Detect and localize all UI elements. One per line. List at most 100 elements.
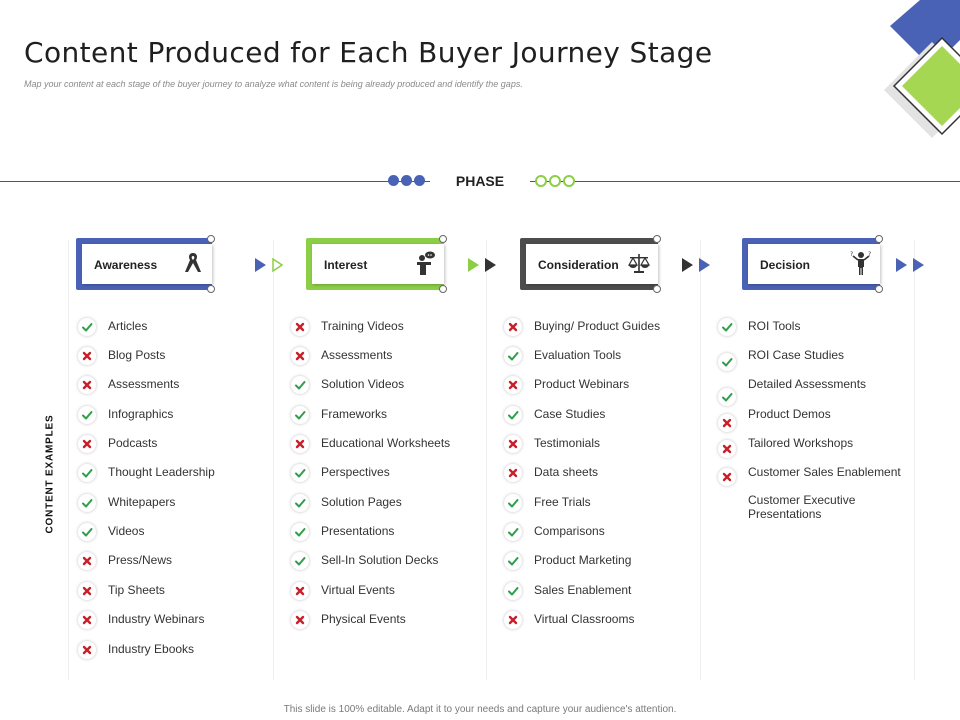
list-item: Frameworks	[291, 406, 491, 426]
cross-icon	[504, 611, 522, 629]
awareness-ribbon-icon	[185, 253, 201, 272]
list-item: Tip Sheets	[78, 582, 278, 602]
check-icon	[78, 523, 96, 541]
list-item-label: Testimonials	[534, 436, 601, 450]
page-title: Content Produced for Each Buyer Journey …	[24, 36, 713, 69]
list-item-label: Physical Events	[321, 612, 406, 626]
phase-dots-right	[535, 175, 575, 187]
footer-note: This slide is 100% editable. Adapt it to…	[283, 704, 677, 715]
list-item-label: Industry Webinars	[108, 612, 205, 626]
list-item: ROI Case Studies	[718, 347, 918, 371]
list-item: Testimonials	[504, 435, 704, 455]
cross-icon	[504, 464, 522, 482]
list-item: Infographics	[78, 406, 278, 426]
list-item: Data sheets	[504, 464, 704, 484]
check-icon	[291, 376, 309, 394]
list-item: Product Demos	[718, 406, 918, 432]
check-icon	[291, 406, 309, 424]
list-item: Case Studies	[504, 406, 704, 426]
list-item-label: Solution Pages	[321, 495, 402, 509]
column-divider	[68, 240, 69, 680]
column-divider	[700, 240, 701, 680]
list-item-label: ROI Case Studies	[748, 348, 845, 362]
check-icon	[504, 494, 522, 512]
stage-arrows	[896, 258, 924, 272]
list-item-label: Data sheets	[534, 465, 599, 479]
cross-icon	[718, 468, 736, 486]
list-item: Assessments	[78, 376, 278, 396]
list-item: Product Webinars	[504, 376, 704, 396]
list-item: Educational Worksheets	[291, 435, 491, 455]
list-item: Detailed Assessments	[718, 376, 918, 406]
list-item-label: Infographics	[108, 407, 174, 421]
phase-dots-left	[388, 175, 425, 186]
stage-label: Interest	[324, 258, 368, 272]
speaker-podium-icon	[417, 251, 435, 275]
column-divider	[273, 240, 274, 680]
list-item: Free Trials	[504, 494, 704, 514]
list-item: Product Marketing	[504, 552, 704, 572]
list-item-label: Perspectives	[321, 465, 390, 479]
cross-icon	[291, 347, 309, 365]
check-icon	[718, 318, 736, 336]
list-item-label: Buying/ Product Guides	[534, 319, 661, 333]
svg-text:?: ?	[868, 251, 871, 258]
list-item-label: Podcasts	[108, 436, 158, 450]
list-item: Presentations	[291, 523, 491, 543]
scale-icon	[628, 254, 650, 273]
list-item: Evaluation Tools	[504, 347, 704, 367]
stage-decision: Decision ? ?	[742, 235, 883, 293]
column-divider	[914, 240, 915, 680]
cross-icon	[504, 435, 522, 453]
list-item-label: Virtual Events	[321, 583, 395, 597]
cross-icon	[78, 435, 96, 453]
list-item: Sell-In Solution Decks	[291, 552, 491, 572]
list-item-label: Product Marketing	[534, 553, 632, 567]
check-icon	[291, 494, 309, 512]
list-item-label: Comparisons	[534, 524, 605, 538]
cross-icon	[78, 611, 96, 629]
list-item: Perspectives	[291, 464, 491, 484]
list-item-label: Tailored Workshops	[748, 436, 854, 450]
list-item: Industry Ebooks	[78, 641, 278, 661]
list-item: Articles	[78, 318, 278, 338]
list-item-label: Sales Enablement	[534, 583, 632, 597]
list-item-label: Thought Leadership	[108, 465, 215, 479]
list-item-label: Tip Sheets	[108, 583, 165, 597]
list-item-label: Sell-In Solution Decks	[321, 553, 439, 567]
list-item-label: Press/News	[108, 553, 173, 567]
cross-icon	[78, 347, 96, 365]
list-item-label: Educational Worksheets	[321, 436, 451, 450]
stage-arrows	[682, 258, 710, 272]
check-icon	[78, 406, 96, 424]
stage-label: Awareness	[94, 258, 158, 272]
list-item: Solution Pages	[291, 494, 491, 514]
cross-icon	[291, 318, 309, 336]
content-examples-label: CONTENT EXAMPLES	[44, 414, 56, 534]
list-item: Podcasts	[78, 435, 278, 455]
stage-arrows	[468, 258, 496, 272]
check-icon	[78, 494, 96, 512]
list-item: Press/News	[78, 552, 278, 572]
check-icon	[504, 582, 522, 600]
check-icon	[291, 464, 309, 482]
list-item: Whitepapers	[78, 494, 278, 514]
check-icon	[78, 464, 96, 482]
list-item-label: Presentations	[321, 524, 395, 538]
stage-label: Consideration	[538, 258, 619, 272]
stage-arrows	[255, 258, 283, 272]
list-item: Customer Sales Enablement	[718, 464, 918, 486]
list-item: Thought Leadership	[78, 464, 278, 484]
list-item: Training Videos	[291, 318, 491, 338]
list-item: Assessments	[291, 347, 491, 367]
list-item-label: ROI Tools	[748, 319, 801, 333]
list-item: Virtual Classrooms	[504, 611, 704, 631]
list-item-label: Evaluation Tools	[534, 348, 622, 362]
list-item-label: Product Demos	[748, 407, 831, 421]
check-icon	[718, 388, 736, 406]
stage-interest: Interest	[306, 235, 447, 293]
list-item: Virtual Events	[291, 582, 491, 602]
list-item-label: Case Studies	[534, 407, 606, 421]
cross-icon	[504, 376, 522, 394]
cross-icon	[291, 582, 309, 600]
